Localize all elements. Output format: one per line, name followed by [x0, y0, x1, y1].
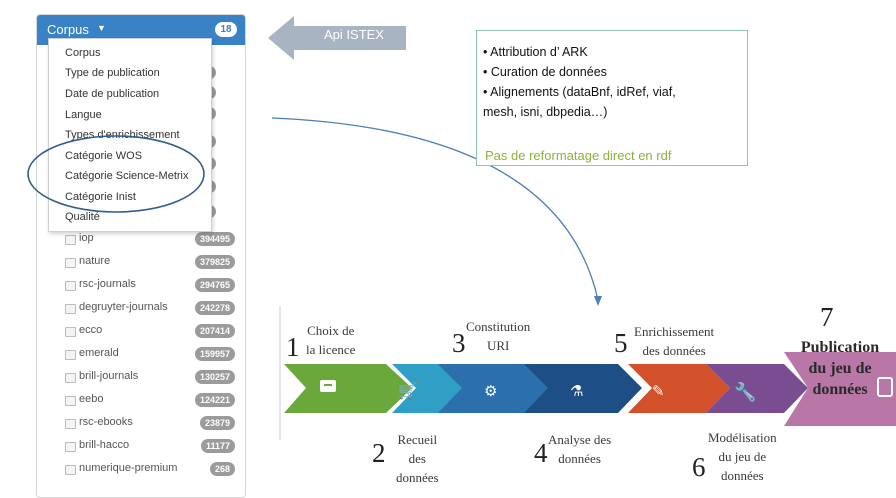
info-box: • Attribution d’ ARK • Curation de donné…: [476, 30, 748, 166]
microscope-icon: ⚗: [570, 382, 583, 400]
api-arrow-shape: [268, 16, 406, 60]
checkbox[interactable]: [65, 327, 76, 337]
step-6-number: 6: [692, 452, 706, 482]
chevron-down-icon: ▼: [97, 23, 106, 33]
checkbox[interactable]: [65, 419, 76, 429]
edit-icon: ✎: [652, 382, 665, 400]
chevron-step-6: [706, 364, 808, 413]
menu-item-corpus[interactable]: Corpus: [65, 47, 101, 59]
info-line: • Alignements (dataBnf, idRef, viaf,: [483, 85, 676, 99]
info-note: Pas de reformatage direct en rdf: [485, 148, 672, 163]
highlight-ellipse: [27, 135, 205, 213]
chevron-step-1: [284, 364, 412, 413]
menu-item-date-publication[interactable]: Date de publication: [65, 88, 160, 100]
checkbox[interactable]: [65, 442, 76, 452]
chevron-step-7: [784, 352, 896, 426]
step-3-number: 3: [452, 328, 466, 358]
corpus-title: Corpus: [47, 22, 89, 37]
api-istex-label: Api ISTEX: [324, 27, 384, 42]
menu-item-types-enrichissement[interactable]: Types d'enrichissement: [65, 129, 180, 141]
step-4-number: 4: [534, 438, 548, 468]
info-line: • Attribution d’ ARK: [483, 45, 588, 59]
info-line: mesh, isni, dbpedia…): [483, 105, 608, 119]
info-line: • Curation de données: [483, 65, 607, 79]
checkbox[interactable]: [65, 235, 76, 245]
checkbox[interactable]: [65, 281, 76, 291]
step-2-number: 2: [372, 438, 386, 468]
checkbox[interactable]: [65, 258, 76, 268]
menu-item-categorie-wos[interactable]: Catégorie WOS: [65, 150, 143, 162]
corpus-count-badge: 18: [215, 22, 237, 37]
publish-icon: [877, 377, 893, 397]
checkbox[interactable]: [65, 396, 76, 406]
step-1-number: 1: [286, 332, 300, 362]
gears-icon: ⚙: [484, 382, 497, 400]
chevron-step-5: [628, 364, 730, 413]
menu-item-langue[interactable]: Langue: [65, 109, 102, 121]
menu-item-categorie-inist[interactable]: Catégorie Inist: [65, 191, 136, 203]
checkbox[interactable]: [65, 373, 76, 383]
checkbox[interactable]: [65, 465, 76, 475]
chat-icon-line: [324, 384, 332, 386]
curved-connector: [271, 117, 599, 301]
arrow-head: [594, 296, 602, 306]
chevron-step-3: [438, 364, 552, 413]
wrench-icon: 🔧: [734, 381, 756, 403]
step-7-number: 7: [820, 302, 834, 332]
chevron-step-4: [524, 364, 642, 413]
menu-item-qualite[interactable]: Qualité: [65, 211, 100, 223]
checkbox[interactable]: [65, 350, 76, 360]
menu-item-categorie-science-metrix[interactable]: Catégorie Science-Metrix: [65, 170, 189, 182]
menu-item-type-publication[interactable]: Type de publication: [65, 67, 160, 79]
corpus-dropdown-menu: Corpus Type de publication Date de publi…: [48, 38, 212, 232]
step-5-number: 5: [614, 328, 628, 358]
checkbox[interactable]: [65, 304, 76, 314]
cart-icon: 🛒: [398, 381, 418, 400]
